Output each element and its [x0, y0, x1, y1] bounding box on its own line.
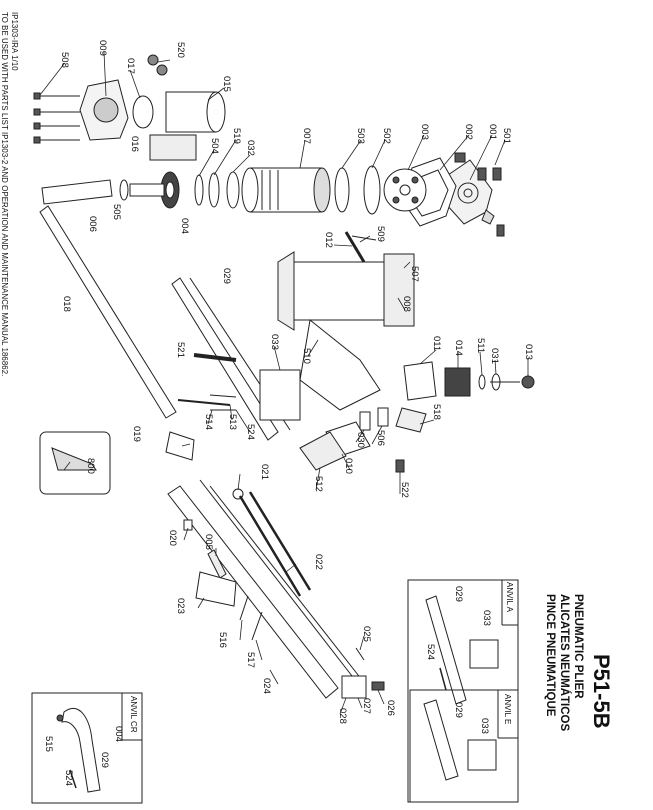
callout-027: 027	[361, 698, 372, 714]
callout-026: 026	[385, 700, 396, 716]
callout-519: 519	[231, 128, 242, 144]
callout-516: 516	[217, 632, 228, 648]
callout-025: 025	[361, 626, 372, 642]
callout-512: 512	[313, 476, 324, 492]
callout-510: 510	[301, 348, 312, 364]
anvil-cr-title: ANVIL CR	[129, 696, 138, 733]
callout-007: 007	[301, 128, 312, 144]
callout-011: 011	[431, 336, 442, 352]
callout-024: 024	[261, 678, 272, 694]
callout-008: 008	[401, 296, 412, 312]
callout-021: 021	[259, 464, 270, 480]
callout-504: 504	[209, 138, 220, 154]
callout-015: 015	[221, 76, 232, 92]
callout-513: 513	[227, 414, 238, 430]
callout-009: 009	[97, 40, 108, 56]
anvil-cr-029: 029	[99, 752, 110, 768]
callout-800: 800	[85, 458, 96, 474]
callout-020: 020	[167, 530, 178, 546]
callout-023: 023	[175, 598, 186, 614]
anvil-cr-drawing	[31, 692, 143, 804]
callout-521: 521	[175, 342, 186, 358]
callout-029: 029	[221, 268, 232, 284]
callout-016: 016	[129, 136, 140, 152]
anvil-a-033: 033	[481, 610, 492, 626]
callout-507: 507	[409, 266, 420, 282]
callout-518: 518	[431, 404, 442, 420]
anvil-a-029: 029	[453, 586, 464, 602]
anvil-e-title: ANVIL E	[503, 694, 512, 725]
callout-501: 501	[501, 128, 512, 144]
anvil-a-drawing	[407, 579, 519, 803]
anvil-cr-524: 524	[63, 770, 74, 786]
callout-003: 003	[419, 124, 430, 140]
callout-509: 509	[375, 226, 386, 242]
anvil-e-drawing	[409, 689, 519, 803]
callout-012: 012	[323, 232, 334, 248]
callout-503: 503	[355, 128, 366, 144]
callout-506: 506	[375, 430, 386, 446]
anvil-cr-515: 515	[43, 736, 54, 752]
callout-520: 520	[175, 42, 186, 58]
anvil-e-033: 033	[479, 718, 490, 734]
callout-033: 033	[269, 334, 280, 350]
anvil-a-title: ANVIL A	[505, 582, 514, 612]
callout-522: 522	[399, 482, 410, 498]
callout-005: 005	[203, 534, 214, 550]
callout-514: 514	[203, 414, 214, 430]
callout-524: 524	[245, 424, 256, 440]
callout-032: 032	[245, 140, 256, 156]
callout-001: 001	[487, 124, 498, 140]
callout-031: 031	[489, 348, 500, 364]
callout-028: 028	[337, 708, 348, 724]
callout-018: 018	[61, 296, 72, 312]
callout-022: 022	[313, 554, 324, 570]
callout-502: 502	[381, 128, 392, 144]
callout-004: 004	[179, 218, 190, 234]
anvil-e-029: 029	[453, 702, 464, 718]
callout-013: 013	[523, 344, 534, 360]
anvil-a-524: 524	[425, 644, 436, 660]
callout-511: 511	[475, 338, 486, 354]
callout-508: 508	[59, 52, 70, 68]
callout-030: 030	[355, 432, 366, 448]
callout-002: 002	[463, 124, 474, 140]
cap-001-drawing	[445, 152, 505, 237]
callout-006: 006	[87, 216, 98, 232]
callout-517: 517	[245, 652, 256, 668]
anvil-cr-004: 004	[113, 726, 124, 742]
callout-014: 014	[453, 340, 464, 356]
callout-017: 017	[125, 58, 136, 74]
callout-505: 505	[111, 204, 122, 220]
callout-010: 010	[343, 458, 354, 474]
callout-019: 019	[131, 426, 142, 442]
